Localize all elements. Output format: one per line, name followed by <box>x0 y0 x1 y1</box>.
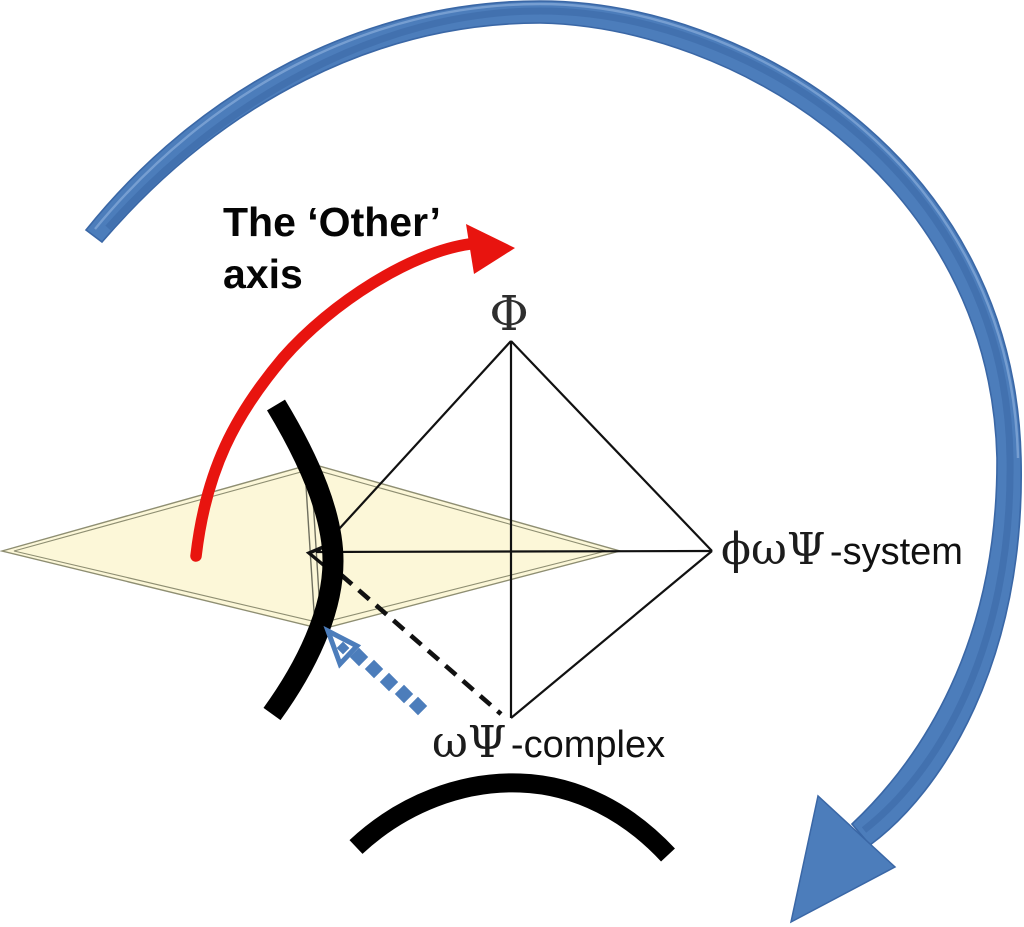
hidden-edge-arrowhead-icon <box>305 543 329 570</box>
pinch-slash-icon <box>859 86 924 142</box>
hidden-edge-dashed <box>322 558 503 716</box>
axis-horizontal <box>315 549 713 554</box>
blue-cycle-arrowhead-icon <box>789 794 897 924</box>
other-axis-label-line1: The ‘Other’ <box>223 199 441 245</box>
blue-cycle-arrow <box>84 0 1022 924</box>
black-crescent-left <box>263 399 344 721</box>
other-axis-label-line2: axis <box>223 251 303 297</box>
blue-dotted-dash <box>349 647 369 667</box>
blue-dotted-dash <box>379 672 399 692</box>
blue-cycle-arrow-band <box>84 0 1022 847</box>
blue-cycle-arrow-pinch <box>842 86 924 154</box>
blue-cycle-arrow-inner-stripe <box>105 7 1014 833</box>
blue-cycle-arrow-highlight <box>94 2 1020 459</box>
phi-vertex-label: Φ <box>489 286 528 342</box>
pinch-slash-icon <box>842 98 908 154</box>
blue-dotted-dash <box>364 659 384 679</box>
complex-label-greek: ωΨ <box>432 717 506 768</box>
red-arrowhead-icon <box>466 224 515 274</box>
octahedron-wireframe <box>305 340 713 719</box>
edge-right-bottom <box>510 550 713 719</box>
complex-label: ωΨ -complex <box>432 717 665 768</box>
system-label: ϕωΨ -system <box>721 524 963 575</box>
blue-dotted-dash <box>394 684 414 704</box>
edge-apex-right <box>510 340 713 552</box>
system-label-greek: ϕωΨ <box>721 524 825 575</box>
black-crescent-bottom <box>349 773 675 862</box>
blue-dotted-dash <box>408 696 428 716</box>
red-arrow-shaft <box>190 238 476 562</box>
red-other-axis-arrow <box>190 224 515 562</box>
system-label-suffix: -system <box>830 531 963 573</box>
pinch-slash-icon <box>850 92 916 148</box>
complex-label-suffix: -complex <box>511 724 665 766</box>
plane-fold-line <box>305 485 316 628</box>
blue-dotted-arrow <box>323 625 428 716</box>
edge-apex-left <box>317 340 512 553</box>
